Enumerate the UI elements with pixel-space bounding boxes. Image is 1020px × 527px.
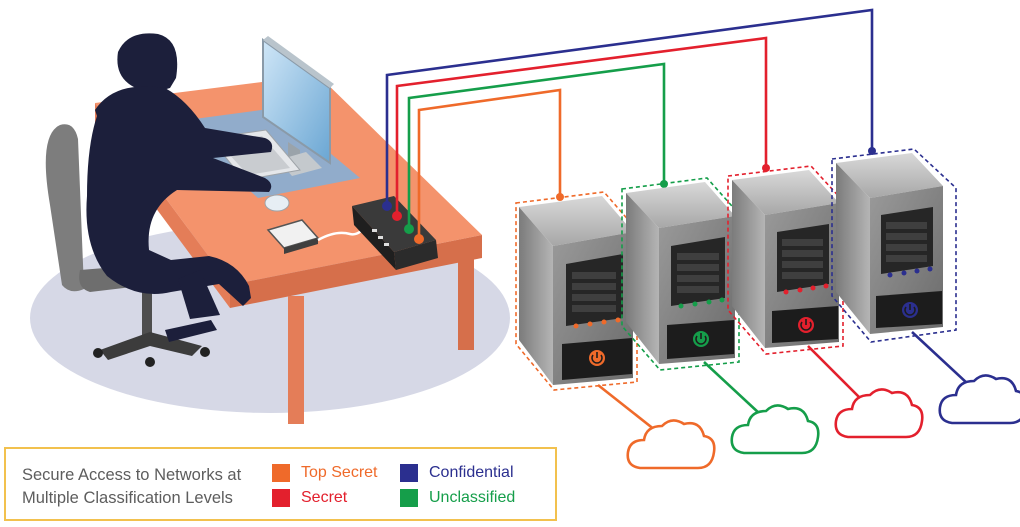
- mouse-icon: [264, 194, 290, 212]
- unclassified-cable: [407, 62, 666, 228]
- server-icon-top-secret: [515, 191, 638, 391]
- legend-label-confidential: Confidential: [429, 464, 514, 481]
- confidential-cable: [385, 8, 874, 205]
- person-icon: [86, 33, 273, 342]
- legend-swatch-secret: [272, 489, 290, 507]
- power-icon: [798, 317, 814, 333]
- legend-swatch-unclassified: [400, 489, 418, 507]
- power-icon: [589, 350, 605, 366]
- cloud-links: [597, 331, 969, 432]
- legend-label-unclassified: Unclassified: [429, 489, 516, 506]
- power-icon: [902, 302, 918, 318]
- legend-caption-line1: Secure Access to Networks at: [22, 466, 242, 484]
- legend-caption: Secure Access to Networks at Multiple Cl…: [22, 464, 262, 510]
- legend-item-top-secret: Top Secret: [272, 464, 377, 482]
- legend-caption-line2: Multiple Classification Levels: [22, 489, 233, 507]
- legend-item-secret: Secret: [272, 489, 347, 507]
- server-icon-confidential: [831, 148, 957, 343]
- power-icon: [693, 331, 709, 347]
- smart-card-reader-icon: [266, 219, 367, 254]
- secret-cable: [395, 36, 768, 214]
- legend-label-top-secret: Top Secret: [301, 464, 378, 481]
- legend-swatch-confidential: [400, 464, 418, 482]
- server-icon-unclassified: [621, 177, 740, 371]
- legend-label-secret: Secret: [301, 489, 348, 506]
- server-icon-secret: [727, 165, 844, 355]
- legend: Secure Access to Networks at Multiple Cl…: [4, 447, 557, 521]
- network-cables: [385, 8, 874, 237]
- legend-item-unclassified: Unclassified: [400, 489, 515, 507]
- legend-item-confidential: Confidential: [400, 464, 514, 482]
- top-secret-cable: [417, 88, 562, 237]
- legend-swatch-top-secret: [272, 464, 290, 482]
- cloud-icon: [626, 374, 1020, 470]
